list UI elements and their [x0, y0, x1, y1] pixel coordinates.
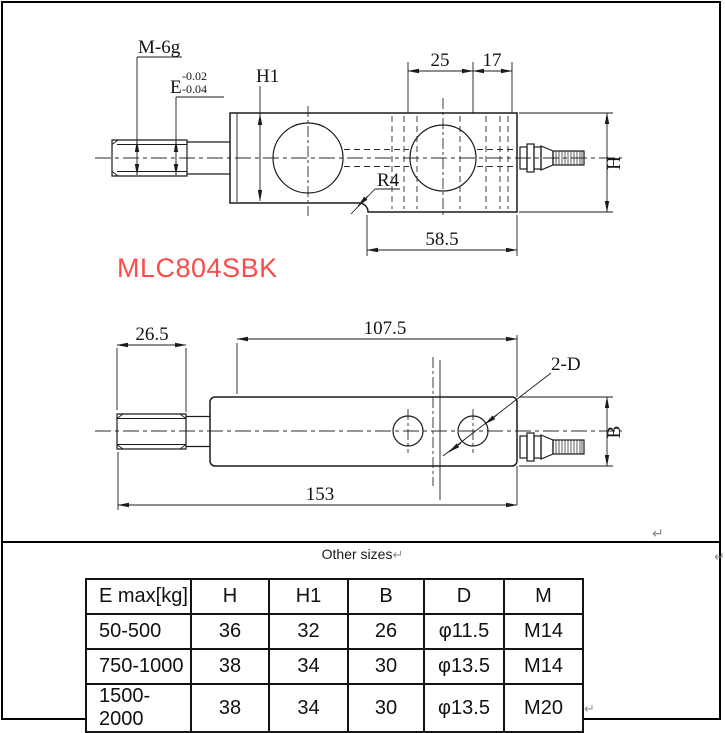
- dim-58-5: 58.5: [366, 215, 518, 256]
- cell-range: 750-1000: [85, 648, 192, 685]
- holes-callout-label: 2-D: [551, 354, 581, 375]
- cell-h1: 32: [268, 613, 349, 650]
- threaded-stud-plan: [116, 413, 210, 450]
- table-row: 50-500 36 32 26 φ11.5 M14: [85, 613, 584, 650]
- cell-b: 30: [347, 683, 425, 733]
- stud-tol-lower: -0.04: [182, 82, 207, 96]
- dim-h: H: [519, 112, 625, 213]
- col-header-b: B: [347, 578, 425, 615]
- cell-m: M20: [503, 683, 584, 733]
- dim-26-5-label: 26.5: [135, 324, 168, 345]
- stud-diameter-callout: E -0.02 -0.04: [170, 69, 224, 176]
- cell-h: 38: [190, 683, 270, 733]
- col-header-d: D: [423, 578, 505, 615]
- dim-58-5-label: 58.5: [425, 229, 458, 250]
- dim-107-5: 107.5: [236, 318, 518, 394]
- mounting-hole-2: [457, 415, 489, 447]
- dim-h-label: H: [604, 156, 625, 170]
- thread-callout: M-6g: [134, 37, 182, 176]
- cell-d: φ11.5: [423, 613, 505, 650]
- model-number-label: MLC804SBK: [117, 253, 278, 283]
- load-cell-body-plan: [209, 396, 518, 467]
- cell-b: 30: [347, 648, 425, 685]
- mounting-hole-1: [392, 415, 424, 447]
- col-header-m: M: [503, 578, 584, 615]
- row-end-mark: ↵: [714, 549, 725, 564]
- col-header-h: H: [190, 578, 270, 615]
- stud-dia-letter: E: [170, 77, 182, 98]
- table-row: 1500-2000 38 34 30 φ13.5 M20: [85, 683, 584, 733]
- stud-tol-upper: -0.02: [182, 69, 207, 83]
- dim-h1-label: H1: [256, 66, 279, 87]
- paragraph-mark: ↵: [652, 525, 664, 541]
- cell-range: 50-500: [85, 613, 192, 650]
- hole-centerlines-side: [307, 98, 444, 216]
- cell-m: M14: [503, 613, 584, 650]
- dim-153: 153: [117, 452, 518, 510]
- cell-h: 36: [190, 613, 270, 650]
- other-sizes-text: Other sizes: [321, 546, 393, 562]
- hidden-bore-lines: [344, 149, 515, 167]
- dim-26-5: 26.5: [116, 324, 187, 412]
- col-header-h1: H1: [268, 578, 349, 615]
- dim-b: B: [519, 396, 625, 467]
- table-section-title: Other sizes↵: [0, 546, 725, 563]
- section-divider: [2, 541, 721, 543]
- load-cell-technical-drawing: M-6g E -0.02 -0.04 H1: [95, 37, 664, 541]
- table-row: 750-1000 38 34 30 φ13.5 M14: [85, 648, 584, 685]
- cell-range: 1500-2000: [85, 683, 192, 733]
- dim-b-label: B: [604, 426, 625, 439]
- cell-b: 26: [347, 613, 425, 650]
- bottom-view: 2-D 26.5 107.5 B: [95, 318, 625, 510]
- cell-m: M14: [503, 648, 584, 685]
- table-header-row: E max[kg] H H1 B D M: [85, 578, 584, 615]
- cell-h: 38: [190, 648, 270, 685]
- shear-hole-right: [409, 124, 477, 192]
- thread-spec-label: M-6g: [138, 37, 181, 58]
- dim-25-label: 25: [431, 50, 450, 71]
- holes-callout: 2-D: [442, 354, 581, 457]
- fillet-label: R4: [377, 170, 400, 191]
- top-view: M-6g E -0.02 -0.04 H1: [95, 37, 625, 256]
- dim-153-label: 153: [306, 484, 335, 505]
- fillet-callout: R4: [350, 170, 400, 215]
- threaded-stud-side: [111, 139, 230, 177]
- dim-17-label: 17: [483, 50, 502, 71]
- cell-d: φ13.5: [423, 648, 505, 685]
- hidden-slot-lines: [391, 116, 509, 209]
- cell-d: φ13.5: [423, 683, 505, 733]
- table-end-mark: ↵: [584, 701, 595, 716]
- cell-h1: 34: [268, 648, 349, 685]
- cell-h1: 34: [268, 683, 349, 733]
- col-header-emax: E max[kg]: [85, 578, 192, 615]
- dim-107-5-label: 107.5: [364, 318, 407, 339]
- shear-hole-left: [272, 122, 344, 194]
- dim-25-17: 25 17: [407, 50, 513, 113]
- projection-lines: [439, 335, 518, 505]
- sizes-table: E max[kg] H H1 B D M 50-500 36 32 26 φ11…: [85, 578, 584, 733]
- dim-h1: H1: [256, 66, 279, 202]
- title-paragraph-mark: ↵: [392, 547, 404, 562]
